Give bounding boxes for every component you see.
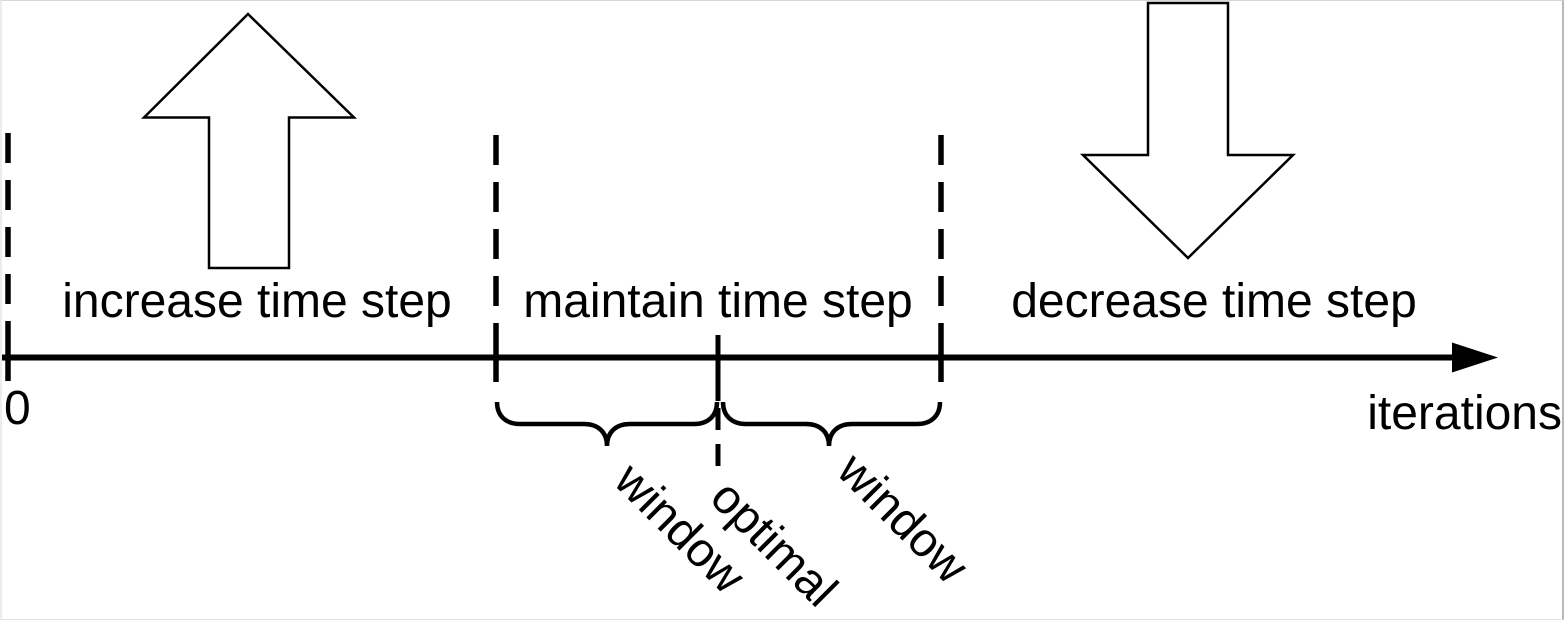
annotation-window-right: window: [827, 443, 979, 595]
region-label-decrease: decrease time step: [1011, 275, 1417, 328]
axis-origin-label: 0: [4, 382, 31, 435]
window-braces: [494, 401, 943, 474]
left-window-brace: [494, 401, 720, 447]
region-boundaries: [5, 133, 944, 333]
up-arrow-icon: [140, 12, 358, 270]
iterations-axis: [2, 333, 1498, 401]
right-window-brace: [720, 401, 943, 447]
down-arrow-icon: [1079, 1, 1297, 260]
region-label-maintain: maintain time step: [523, 275, 913, 328]
axis-arrowhead-icon: [1452, 342, 1498, 373]
region-label-increase: increase time step: [62, 275, 452, 328]
axis-label-iterations: iterations: [1367, 387, 1562, 440]
